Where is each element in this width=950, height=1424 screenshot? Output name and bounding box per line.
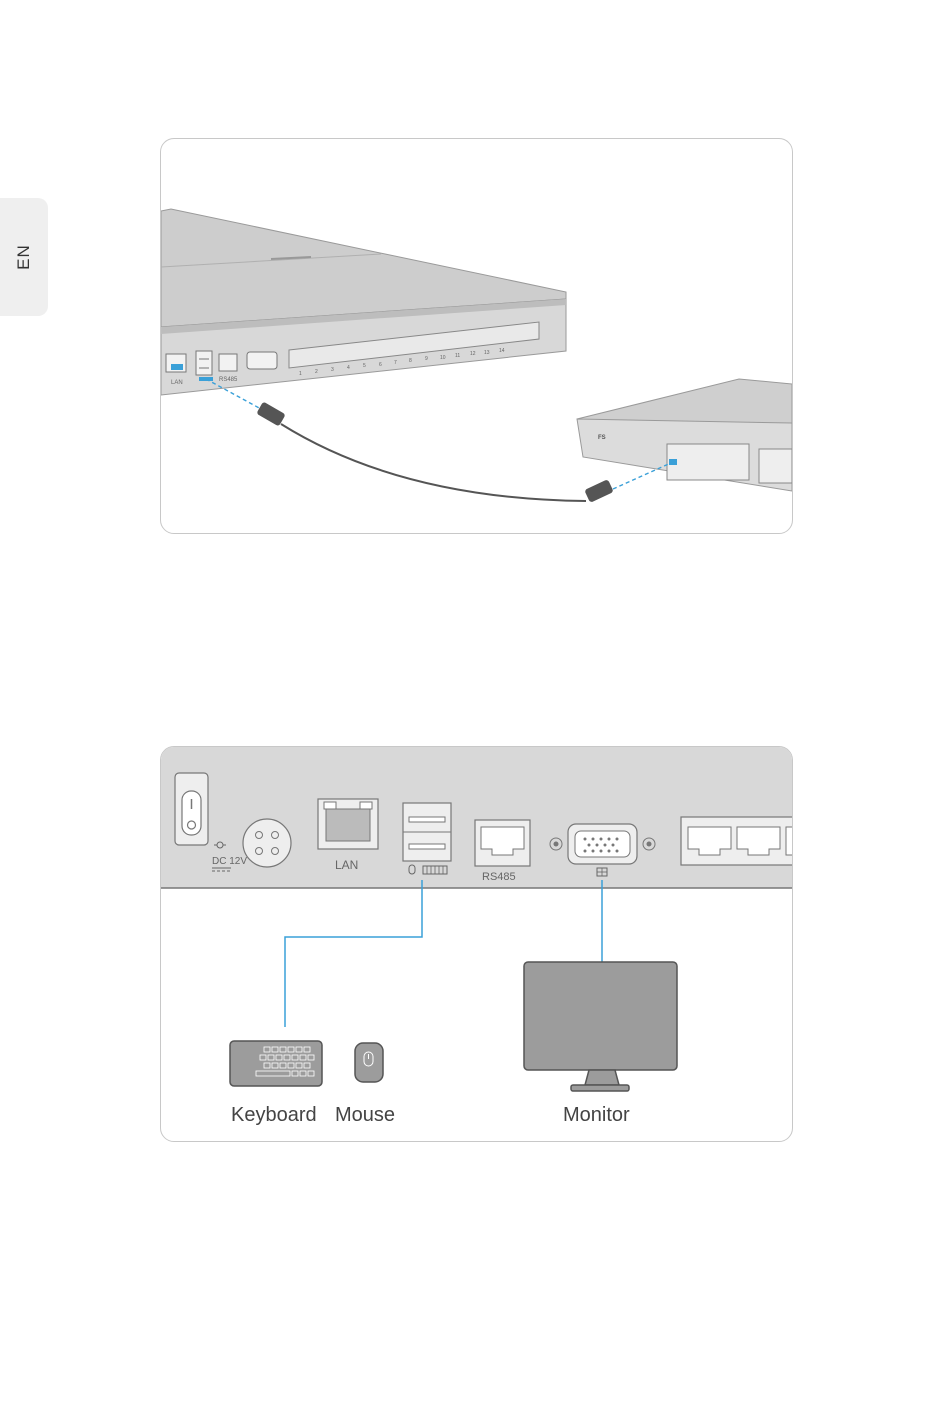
port-number: 12 <box>470 351 476 357</box>
rs485-label: RS485 <box>482 871 516 883</box>
mouse-label: Mouse <box>335 1104 395 1126</box>
nvr-rs485-label: RS485 <box>219 377 238 383</box>
monitor-label: Monitor <box>563 1104 630 1126</box>
nvr-vga-port <box>247 352 277 369</box>
dc-label: DC 12V <box>212 856 247 867</box>
port-number: 7 <box>394 360 397 366</box>
mouse-device <box>355 1043 383 1082</box>
monitor-device <box>524 962 677 1070</box>
lan-label: LAN <box>335 858 358 872</box>
port-number: 4 <box>347 365 350 371</box>
usb-connector-line <box>285 880 422 1027</box>
rj45-plug-left <box>256 401 286 426</box>
switch-port-block <box>667 444 749 480</box>
rj45-plug-right <box>584 479 613 503</box>
switch-logo: FS <box>598 435 606 441</box>
port-number: 9 <box>425 356 428 362</box>
nvr-rs485-port <box>219 354 237 371</box>
language-tab[interactable]: EN <box>0 198 48 316</box>
language-tab-label: EN <box>14 244 34 270</box>
port-number: 8 <box>409 358 412 364</box>
port-number: 10 <box>440 355 446 361</box>
peripheral-connection-illustration: DC 12V LAN RS485 <box>161 747 792 1141</box>
keyboard-icon <box>423 866 447 874</box>
port-number: 13 <box>484 350 490 356</box>
port-number: 14 <box>499 348 505 354</box>
port-number: 11 <box>455 353 460 359</box>
keyboard-label: Keyboard <box>231 1104 317 1126</box>
port-number: 6 <box>379 362 382 368</box>
switch-port-block-2 <box>759 449 792 483</box>
lan-connection-diagram: LAN RS485 1 2 3 4 5 6 7 8 9 10 11 12 13 <box>160 138 793 534</box>
port-number: 3 <box>331 367 334 373</box>
ethernet-cable <box>281 424 586 501</box>
port-number: 1 <box>299 371 302 377</box>
port-number: 2 <box>315 369 318 375</box>
lan-connection-illustration: LAN RS485 1 2 3 4 5 6 7 8 9 10 11 12 13 <box>161 139 792 533</box>
dc-power-port <box>243 819 291 867</box>
peripheral-connection-diagram: DC 12V LAN RS485 <box>160 746 793 1142</box>
keyboard-device <box>230 1041 322 1086</box>
nvr-lan-label: LAN <box>171 380 183 386</box>
nvr-usb-ports <box>196 351 212 375</box>
port-number: 5 <box>363 363 366 369</box>
